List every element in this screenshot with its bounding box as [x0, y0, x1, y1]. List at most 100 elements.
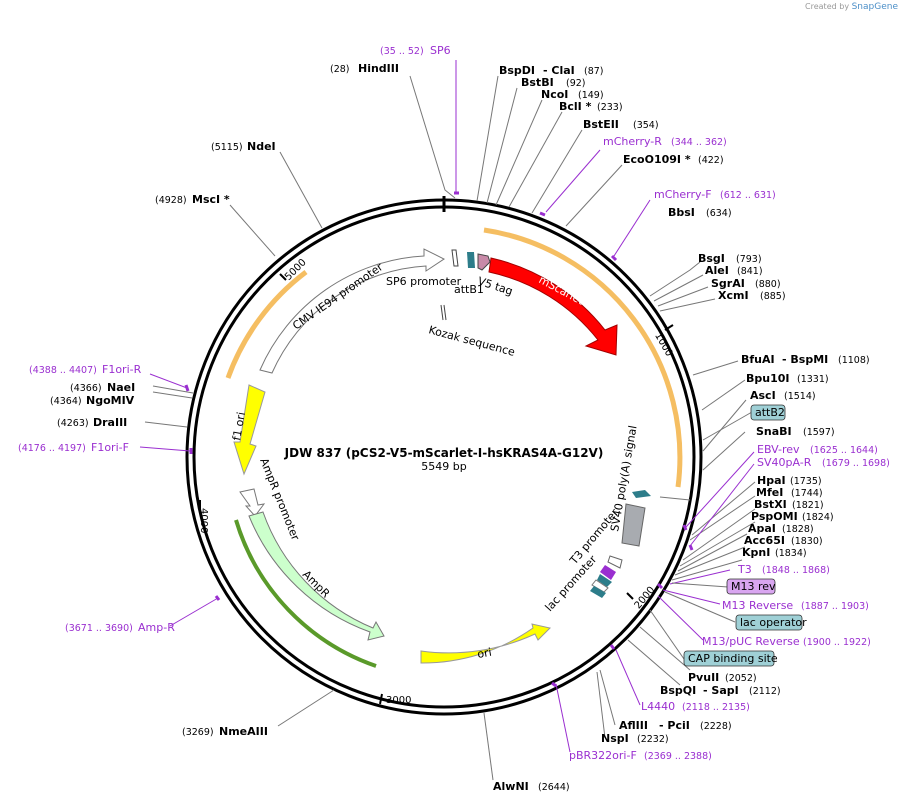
svg-text:SP6: SP6 — [430, 44, 451, 57]
sv40-polya-feature — [621, 503, 646, 547]
t3-promoter-feature — [607, 555, 623, 569]
svg-text:HindIII: HindIII — [358, 62, 399, 75]
primer-ebv-rev[interactable]: EBV-rev(1625 .. 1644) — [757, 443, 878, 456]
svg-text:mCherry-F: mCherry-F — [654, 188, 712, 201]
svg-text:(5115): (5115) — [211, 142, 243, 153]
kozak-sequence-label: Kozak sequence — [427, 323, 516, 359]
primer-sv40pa-r[interactable]: SV40pA-R(1679 .. 1698) — [757, 456, 890, 469]
svg-text:(2644): (2644) — [538, 782, 570, 793]
svg-text:(1108): (1108) — [838, 355, 870, 366]
enzyme-bfuai-bspmi[interactable]: BfuAI- BspMI(1108) — [741, 353, 870, 366]
svg-text:(4263): (4263) — [57, 418, 89, 429]
enzyme-hpai[interactable]: HpaI(1735) — [757, 474, 822, 487]
svg-text:NmeAIII: NmeAIII — [219, 725, 268, 738]
primer-m13-puc-reverse[interactable]: M13/pUC Reverse(1900 .. 1922) — [702, 635, 871, 648]
primer-mcherry-f[interactable]: mCherry-F(612 .. 631) — [654, 188, 776, 201]
svg-text:mCherry-R: mCherry-R — [603, 135, 662, 148]
svg-text:SnaBI: SnaBI — [756, 425, 792, 438]
svg-text:DraIII: DraIII — [93, 416, 127, 429]
enzyme-apai[interactable]: ApaI(1828) — [748, 522, 814, 535]
enzyme-pspomi[interactable]: PspOMI(1824) — [751, 510, 834, 523]
enzyme-ncoi[interactable]: NcoI(149) — [541, 88, 604, 101]
enzyme-pvuii[interactable]: PvuII(2052) — [688, 671, 757, 684]
enzyme-bstxi[interactable]: BstXI(1821) — [754, 498, 824, 511]
enzyme-nspi[interactable]: NspI(2232) — [601, 732, 669, 745]
svg-text:XcmI: XcmI — [718, 289, 749, 302]
enzyme-sgrai[interactable]: SgrAI(880) — [711, 277, 781, 290]
boxed-features: attB2 M13 rev lac operator CAP binding s… — [683, 404, 807, 667]
svg-text:BfuAI: BfuAI — [741, 353, 775, 366]
svg-text:(2369 .. 2388): (2369 .. 2388) — [644, 751, 712, 762]
attb1-label: attB1 — [454, 283, 484, 296]
enzyme-ndei[interactable]: (5115) NdeI — [211, 140, 276, 153]
enzyme-bcli[interactable]: BclI * (233) — [559, 100, 623, 113]
svg-text:(1744): (1744) — [791, 488, 823, 499]
enzyme-bstbi[interactable]: BstBI(92) — [521, 76, 586, 89]
enzyme-asci[interactable]: AscI (1514) — [750, 389, 816, 402]
svg-text:(4388 .. 4407): (4388 .. 4407) — [29, 365, 97, 376]
primer-f1ori-r[interactable]: (4388 .. 4407)F1ori-R — [29, 363, 142, 376]
enzyme-ngomiv[interactable]: (4364)NgoMIV — [50, 394, 135, 407]
primer-labels: (35 .. 52)SP6 mCherry-R(344 .. 362) mChe… — [18, 44, 890, 762]
svg-text:L4440: L4440 — [641, 700, 675, 713]
enzyme-bsteii[interactable]: BstEII(354) — [583, 118, 659, 131]
sv40-small-arrow-icon — [632, 490, 651, 498]
region-highlight-arc — [483, 227, 683, 488]
svg-text:(87): (87) — [584, 66, 604, 77]
svg-text:(1514): (1514) — [784, 391, 816, 402]
primer-sp6[interactable]: (35 .. 52)SP6 — [380, 44, 451, 57]
svg-text:Bpu10I: Bpu10I — [746, 372, 790, 385]
svg-text:(1679 .. 1698): (1679 .. 1698) — [822, 458, 890, 469]
primer-m13-reverse[interactable]: M13 Reverse(1887 .. 1903) — [722, 599, 869, 612]
svg-text:NdeI: NdeI — [247, 140, 276, 153]
enzyme-bspdi-clai[interactable]: BspDI- ClaI(87) — [499, 64, 604, 77]
enzyme-mfei[interactable]: MfeI(1744) — [756, 486, 823, 499]
svg-text:BclI *: BclI * — [559, 100, 592, 113]
svg-text:EBV-rev: EBV-rev — [757, 443, 800, 456]
svg-text:MscI *: MscI * — [192, 193, 230, 206]
svg-text:(233): (233) — [597, 102, 623, 113]
primer-t3[interactable]: T3(1848 .. 1868) — [737, 563, 830, 576]
enzyme-xcmi[interactable]: XcmI(885) — [718, 289, 786, 302]
enzyme-draiii[interactable]: (4263) DraIII — [57, 416, 127, 429]
enzyme-naei[interactable]: (4366)NaeI — [70, 381, 135, 394]
lac-operator-box[interactable]: lac operator — [735, 614, 807, 631]
enzyme-bspqi-sapi[interactable]: BspQI- SapI(2112) — [660, 684, 781, 697]
enzyme-bbsi[interactable]: BbsI(634) — [668, 206, 732, 219]
enzyme-bsgi[interactable]: BsgI(793) — [698, 252, 762, 265]
m13-rev-feature — [600, 565, 616, 580]
svg-text:(634): (634) — [706, 208, 732, 219]
f1-ori-feature — [233, 384, 266, 476]
enzyme-hindiii[interactable]: (28)HindIII — [330, 62, 399, 75]
m13-rev-box[interactable]: M13 rev — [726, 578, 776, 595]
svg-text:(1848 .. 1868): (1848 .. 1868) — [762, 565, 830, 576]
svg-text:BsgI: BsgI — [698, 252, 725, 265]
tick-label: 3000 — [386, 695, 411, 706]
attb2-box[interactable]: attB2 — [750, 404, 786, 421]
cap-binding-site-box[interactable]: CAP binding site — [683, 650, 778, 667]
enzyme-alwni[interactable]: AlwNI(2644) — [493, 780, 570, 793]
svg-text:NcoI: NcoI — [541, 88, 568, 101]
credit-prefix: Created by — [805, 2, 850, 11]
enzyme-acc65i[interactable]: Acc65I(1830) — [744, 534, 823, 547]
svg-text:(4366): (4366) — [70, 383, 102, 394]
primer-pbr322ori-f[interactable]: pBR322ori-F(2369 .. 2388) — [569, 749, 712, 762]
primer-amp-r[interactable]: (3671 .. 3690)Amp-R — [65, 621, 175, 634]
svg-text:AscI: AscI — [750, 389, 776, 402]
v5-tag-feature — [477, 253, 491, 271]
ampr-feature — [248, 511, 385, 641]
svg-text:M13 rev: M13 rev — [731, 580, 776, 593]
primer-mcherry-r[interactable]: mCherry-R(344 .. 362) — [603, 135, 727, 148]
enzyme-alei[interactable]: AleI(841) — [705, 264, 763, 277]
enzyme-ecoo109i[interactable]: EcoO109I *(422) — [623, 153, 724, 166]
enzyme-nmeaiii[interactable]: (3269)NmeAIII — [182, 725, 268, 738]
primer-f1ori-f[interactable]: (4176 .. 4197)F1ori-F — [18, 441, 129, 454]
snapgene-credit: Created by SnapGene — [805, 2, 898, 12]
svg-text:(2228): (2228) — [700, 721, 732, 732]
enzyme-kpni[interactable]: KpnI(1834) — [742, 546, 807, 559]
enzyme-bpu10i[interactable]: Bpu10I(1331) — [746, 372, 829, 385]
enzyme-afliii-pcii[interactable]: AflIII- PciI(2228) — [619, 719, 732, 732]
primer-l4440[interactable]: L4440(2118 .. 2135) — [641, 700, 750, 713]
enzyme-snabi[interactable]: SnaBI(1597) — [756, 425, 835, 438]
enzyme-msci[interactable]: (4928)MscI * — [155, 193, 230, 206]
